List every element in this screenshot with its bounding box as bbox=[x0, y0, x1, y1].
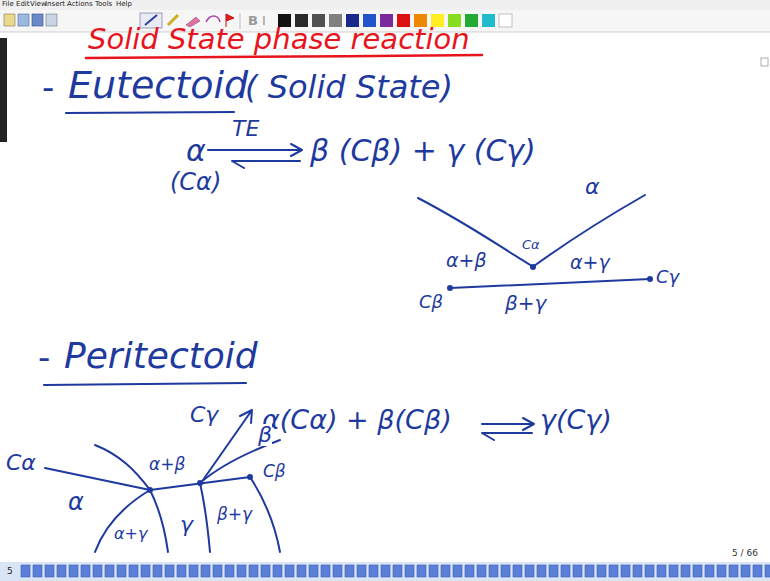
forward-arrow bbox=[208, 144, 302, 156]
phase-field-label: β bbox=[258, 424, 272, 446]
menu-item: File bbox=[2, 1, 14, 8]
palette-swatch bbox=[482, 14, 495, 27]
page-number: 5 bbox=[7, 567, 13, 576]
section-heading: Peritectoid bbox=[64, 338, 258, 374]
composition-label: Cγ bbox=[656, 268, 679, 286]
menu-item: Tools bbox=[95, 1, 112, 8]
phase-boundary bbox=[200, 483, 210, 552]
composition-label: Cγ bbox=[190, 404, 218, 426]
side-bar bbox=[0, 38, 7, 142]
menu-bar bbox=[0, 0, 770, 10]
section-heading: Eutectoid bbox=[68, 66, 248, 104]
palette-swatch bbox=[499, 14, 512, 27]
phase-boundary bbox=[250, 477, 280, 552]
composition-dot bbox=[447, 285, 453, 291]
reverse-arrow bbox=[482, 433, 532, 440]
phase-field-label: α bbox=[68, 490, 84, 514]
lasso-icon bbox=[206, 16, 220, 22]
phase-field-label: α+β bbox=[446, 251, 487, 270]
bullet-dash: - bbox=[38, 340, 50, 374]
heading-note: ( Solid State) bbox=[245, 71, 453, 103]
reverse-arrow bbox=[232, 161, 300, 168]
bullet-dash: - bbox=[42, 70, 54, 104]
heading-underline bbox=[44, 383, 246, 385]
phase-boundary bbox=[150, 490, 168, 552]
tool-icon bbox=[4, 14, 15, 26]
tool-icon bbox=[46, 14, 57, 26]
tool-icon bbox=[32, 14, 43, 26]
composition-dot bbox=[147, 487, 153, 493]
phase-field-label: α+γ bbox=[570, 253, 610, 272]
composition-dot bbox=[530, 264, 536, 270]
reaction-reactants: α(Cα) + β(Cβ) bbox=[262, 406, 452, 433]
page-counter: 5 / 66 bbox=[732, 549, 758, 558]
menu-item: Actions bbox=[67, 1, 93, 8]
eutectoid-line bbox=[450, 279, 650, 288]
composition-label: (Cα) bbox=[170, 170, 221, 194]
peritectoid-line bbox=[150, 477, 250, 490]
format-button: I bbox=[262, 14, 266, 27]
phase-boundary bbox=[95, 445, 150, 490]
menu-item: View bbox=[30, 1, 47, 8]
phase-field-label: γ bbox=[180, 514, 193, 536]
composition-label: Cβ bbox=[263, 463, 286, 480]
pen-tool-icon bbox=[145, 15, 157, 25]
composition-label: Cα bbox=[522, 238, 540, 251]
composition-label: Cα bbox=[6, 452, 36, 474]
phase-field-label: β+γ bbox=[217, 506, 252, 523]
phase-boundary bbox=[95, 490, 150, 552]
forward-arrow bbox=[482, 418, 534, 430]
composition-dot bbox=[247, 474, 253, 480]
composition-dot bbox=[647, 276, 653, 282]
heading-underline bbox=[66, 112, 234, 113]
page-marker bbox=[761, 58, 768, 66]
title-underline bbox=[86, 55, 482, 58]
reaction-products: β (Cβ) + γ (Cγ) bbox=[310, 136, 536, 166]
tool-icon bbox=[18, 14, 29, 26]
slide-title: Solid State phase reaction bbox=[88, 25, 470, 54]
phase-field-label: α+β bbox=[149, 456, 185, 473]
page-thumbnails bbox=[20, 562, 770, 581]
phase-field-label: α+γ bbox=[114, 526, 147, 542]
menu-item: Edit bbox=[16, 1, 30, 8]
composition-label: Cβ bbox=[419, 293, 443, 311]
phase-field-label: β+γ bbox=[505, 293, 546, 313]
menu-item: Insert bbox=[45, 1, 65, 8]
reaction-product: γ(Cγ) bbox=[540, 406, 612, 433]
highlighter-icon bbox=[168, 15, 178, 25]
phase-symbol: α bbox=[186, 136, 206, 166]
menu-item: Help bbox=[116, 1, 132, 8]
temperature-label: TE bbox=[232, 118, 259, 140]
status-bar bbox=[0, 562, 770, 581]
composition-dot bbox=[197, 480, 203, 486]
format-button: B bbox=[248, 14, 258, 27]
phase-field-label: α bbox=[585, 176, 600, 198]
